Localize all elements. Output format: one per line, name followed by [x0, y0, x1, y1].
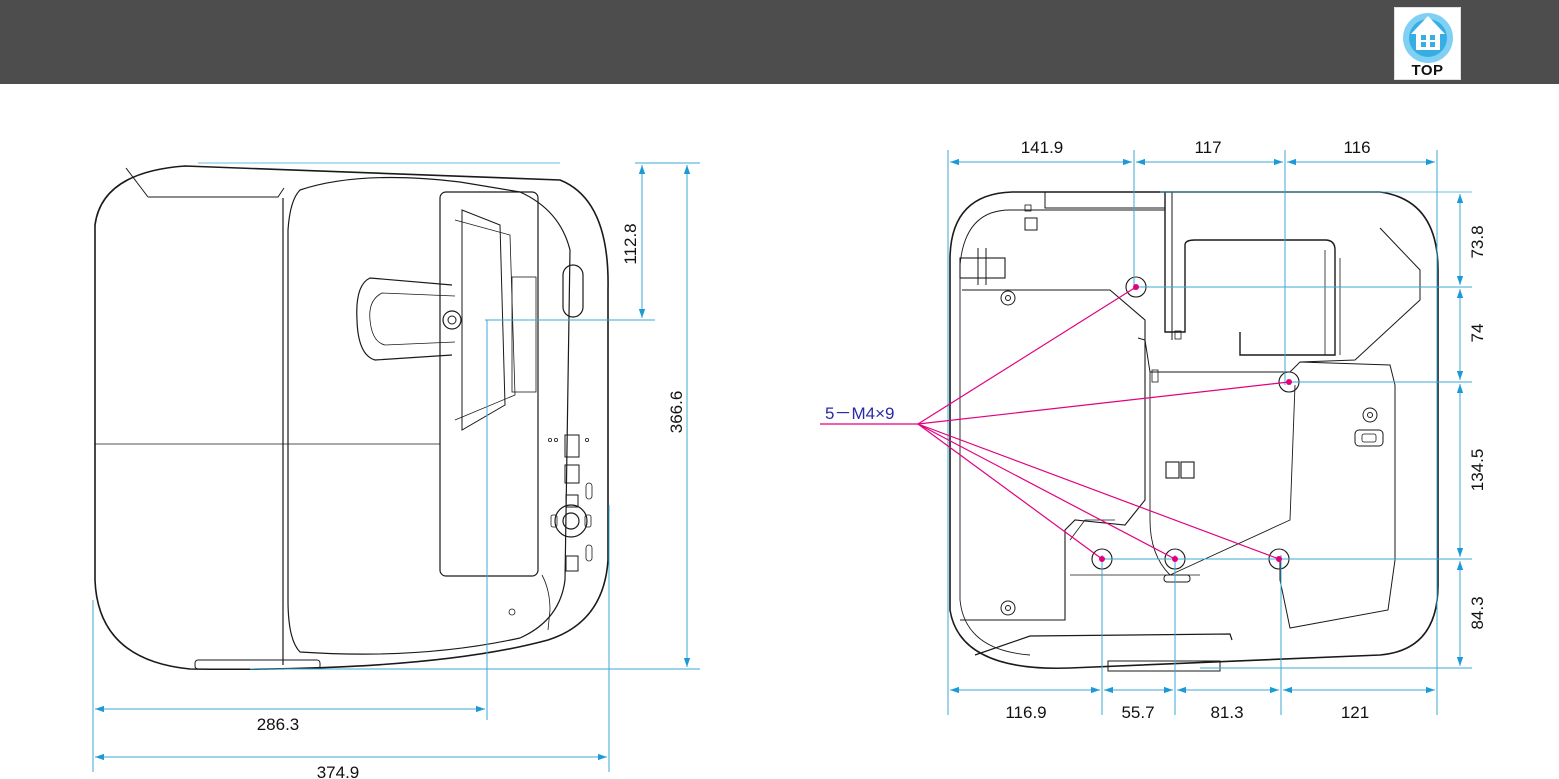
dim-right-73-8: 73.8 [1468, 225, 1487, 258]
dim-label-374-9: 374.9 [317, 763, 360, 779]
projector-top-view [95, 166, 608, 669]
screw-callout: 5－M4×9 [820, 284, 1292, 562]
dim-label-286-3: 286.3 [257, 715, 300, 734]
dim-bottom-55-7: 55.7 [1121, 703, 1154, 722]
screw-callout-label: 5－M4×9 [825, 404, 894, 423]
dim-label-112-8: 112.8 [621, 223, 640, 264]
dim-right-134-5: 134.5 [1468, 449, 1487, 492]
projector-bottom-view [950, 192, 1438, 671]
dim-bottom-81-3: 81.3 [1210, 703, 1243, 722]
dim-label-366-6: 366.6 [667, 391, 686, 434]
dim-top-141-9: 141.9 [1021, 138, 1064, 157]
dim-bottom-121: 121 [1341, 703, 1369, 722]
top-view-dimensions: 112.8 366.6 286.3 374.9 [93, 163, 700, 779]
dim-bottom-116-9: 116.9 [1005, 703, 1046, 722]
dim-right-74: 74 [1468, 324, 1487, 343]
dim-top-116: 116 [1343, 138, 1370, 157]
dim-top-117: 117 [1194, 138, 1221, 157]
dim-right-84-3: 84.3 [1468, 596, 1487, 629]
